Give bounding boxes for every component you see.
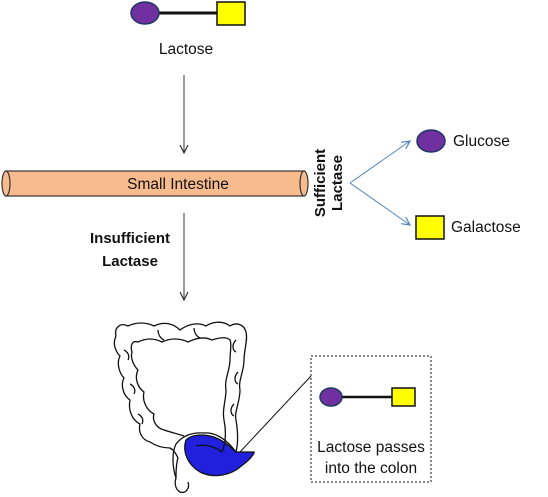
colon-inset-box [310,355,432,483]
galactose-unit-icon [216,1,246,26]
galactose-icon [415,215,445,240]
colon-outer-wall [113,321,248,479]
colon-lactose-fill [184,434,255,477]
colon-caption-line2: into the colon [325,460,417,477]
sufficient-word: Sufficient [312,149,329,217]
colon-inner-wall [130,337,232,453]
small-intestine-left-end [1,170,11,197]
small-intestine-right-end [299,170,309,197]
arrow-to-galactose [349,182,410,225]
small-intestine [1,170,309,197]
glucose-icon [416,129,446,153]
inset-galactose-unit-icon [391,387,416,407]
colon-haustra [123,327,239,425]
arrow-to-glucose [349,141,410,184]
colon-illustration [113,321,255,494]
insufficient-word: Insufficient [90,230,170,247]
lactose-label: Lactose [159,41,213,58]
colon-rectum [174,477,190,494]
callout-line [239,375,312,453]
lactase-word: Lactase [329,155,346,211]
colon-caption-line1: Lactose passes [317,439,425,456]
glucose-label: Glucose [453,133,510,150]
lactose-molecule-top [130,1,246,26]
lactose-molecule-inset [319,387,416,407]
galactose-label: Galactose [451,219,521,236]
glucose-unit-icon [130,1,160,25]
small-intestine-label: Small Intestine [127,176,229,193]
insufficient-lactase-word: Lactase [102,253,158,270]
sufficient-lactase-label: Sufficient Lactase [312,149,346,217]
inset-glucose-unit-icon [319,387,343,407]
